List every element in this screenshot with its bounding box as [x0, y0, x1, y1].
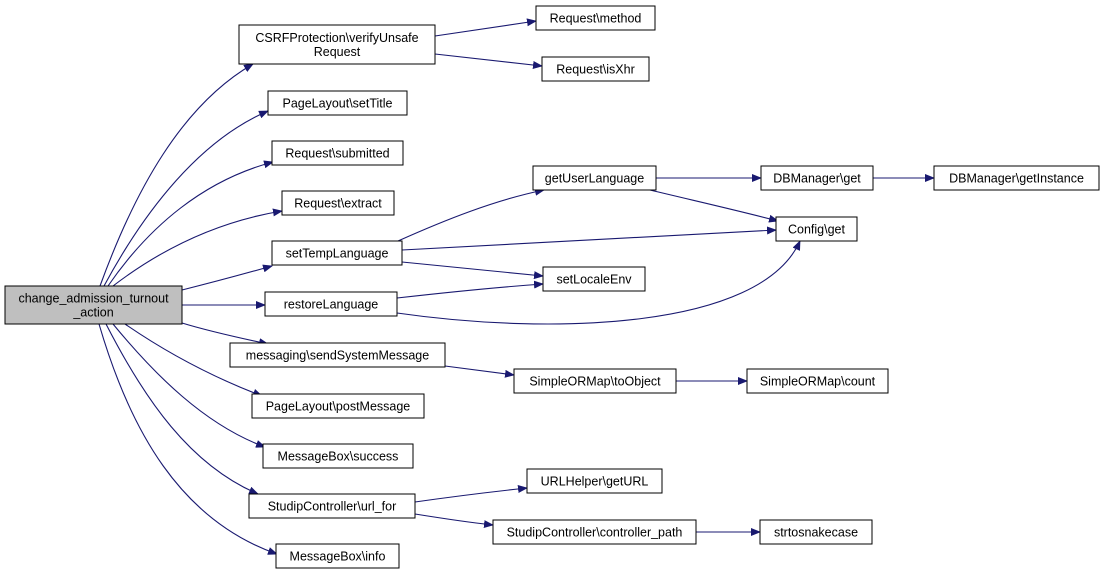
node-setlocale[interactable]: setLocaleEnv [542, 266, 646, 292]
node-box [492, 519, 697, 545]
edge-root-to-pl_settitle [103, 110, 269, 287]
node-sc-urlfor[interactable]: StudipController\url_for [248, 493, 416, 519]
node-box [248, 493, 416, 519]
node-label: getUserLanguage [545, 172, 644, 186]
edge-sc_urlfor-to-urlhelper [414, 484, 528, 503]
node-label: SimpleORMap\count [760, 375, 876, 389]
edge-getuserlang-to-config_get [649, 189, 779, 223]
node-label: setLocaleEnv [556, 273, 632, 287]
edge-sc_urlfor-to-sc_ctrlpath [414, 513, 494, 529]
nodes-layer: change_admission_turnout_action CSRFProte… [4, 5, 1100, 569]
node-req-extract[interactable]: Request\extract [281, 190, 395, 216]
edge-restore-to-setlocale [396, 280, 544, 299]
node-box [532, 165, 657, 191]
node-label: messaging\sendSystemMessage [246, 349, 429, 363]
node-box [271, 140, 404, 166]
node-dbm-getinst[interactable]: DBManager\getInstance [933, 165, 1100, 191]
edge-root-to-req_submitted [107, 160, 274, 287]
node-label: Request\submitted [285, 147, 389, 161]
node-box [535, 5, 656, 31]
node-box [542, 266, 646, 292]
node-label: _action [72, 306, 113, 320]
node-box [229, 342, 446, 368]
edge-root-to-mb_success [112, 323, 266, 448]
node-req-method[interactable]: Request\method [535, 5, 656, 31]
node-label: Request\extract [294, 197, 382, 211]
edge-root-to-csrf [99, 63, 254, 287]
edge-root-to-sc_urlfor [105, 323, 259, 495]
edge-settemp-to-getuserlang [397, 187, 545, 242]
edge-csrf-to-req_isxhr [434, 53, 543, 69]
node-restore[interactable]: restoreLanguage [264, 291, 398, 317]
node-box [775, 216, 858, 242]
node-label: SimpleORMap\toObject [529, 375, 661, 389]
edge-root-to-settemp [181, 264, 273, 291]
node-settemp[interactable]: setTempLanguage [271, 240, 403, 266]
node-label: PageLayout\postMessage [266, 400, 411, 414]
edge-restore-to-config_get [396, 240, 801, 325]
node-getuserlang[interactable]: getUserLanguage [532, 165, 657, 191]
node-pl-settitle[interactable]: PageLayout\setTitle [267, 90, 408, 116]
node-label: strtosnakecase [774, 526, 858, 540]
node-label: Request\isXhr [556, 63, 635, 77]
node-box [526, 468, 663, 494]
node-label: setTempLanguage [286, 247, 389, 261]
edge-root-to-messaging [181, 322, 269, 347]
node-config-get[interactable]: Config\get [775, 216, 858, 242]
node-dbm-get[interactable]: DBManager\get [760, 165, 874, 191]
node-box [267, 90, 408, 116]
node-label: MessageBox\success [278, 450, 399, 464]
node-box [513, 368, 677, 394]
node-som-toobject[interactable]: SimpleORMap\toObject [513, 368, 677, 394]
node-box [4, 285, 183, 325]
edge-root-to-req_extract [112, 208, 283, 287]
node-label: URLHelper\getURL [541, 475, 649, 489]
node-label: CSRFProtection\verifyUnsafe [255, 31, 418, 45]
node-label: MessageBox\info [290, 550, 386, 564]
node-label: Request\method [550, 12, 642, 26]
node-box [759, 519, 873, 545]
node-label: Config\get [788, 223, 846, 237]
node-box [271, 240, 403, 266]
node-label: StudipController\url_for [268, 500, 397, 514]
node-urlhelper[interactable]: URLHelper\getURL [526, 468, 663, 494]
node-label: PageLayout\setTitle [282, 97, 392, 111]
node-box [238, 24, 436, 65]
node-label: StudipController\controller_path [507, 526, 683, 540]
node-box [275, 543, 400, 569]
node-req-isxhr[interactable]: Request\isXhr [541, 56, 650, 82]
node-req-submitted[interactable]: Request\submitted [271, 140, 404, 166]
edge-root-to-pl_postmsg [124, 323, 263, 397]
node-mb-success[interactable]: MessageBox\success [262, 443, 414, 469]
node-label: DBManager\get [773, 172, 861, 186]
node-box [251, 393, 425, 419]
node-som-count[interactable]: SimpleORMap\count [746, 368, 889, 394]
node-pl-postmsg[interactable]: PageLayout\postMessage [251, 393, 425, 419]
node-label: change_admission_turnout [18, 292, 169, 306]
edge-settemp-to-config_get [401, 226, 777, 251]
node-mb-info[interactable]: MessageBox\info [275, 543, 400, 569]
node-sc-ctrlpath[interactable]: StudipController\controller_path [492, 519, 697, 545]
node-root[interactable]: change_admission_turnout_action [4, 285, 183, 325]
node-box [264, 291, 398, 317]
node-messaging[interactable]: messaging\sendSystemMessage [229, 342, 446, 368]
edge-root-to-mb_info [98, 323, 278, 555]
node-label: Request [314, 45, 361, 59]
edge-csrf-to-req_method [434, 18, 537, 37]
edges-layer [98, 18, 935, 555]
edge-settemp-to-setlocale [401, 261, 544, 280]
node-box [746, 368, 889, 394]
node-label: DBManager\getInstance [949, 172, 1084, 186]
node-box [541, 56, 650, 82]
edge-messaging-to-som_toobject [444, 365, 515, 378]
node-box [262, 443, 414, 469]
node-label: restoreLanguage [284, 298, 379, 312]
node-box [281, 190, 395, 216]
node-box [760, 165, 874, 191]
node-strtosnake[interactable]: strtosnakecase [759, 519, 873, 545]
node-box [933, 165, 1100, 191]
